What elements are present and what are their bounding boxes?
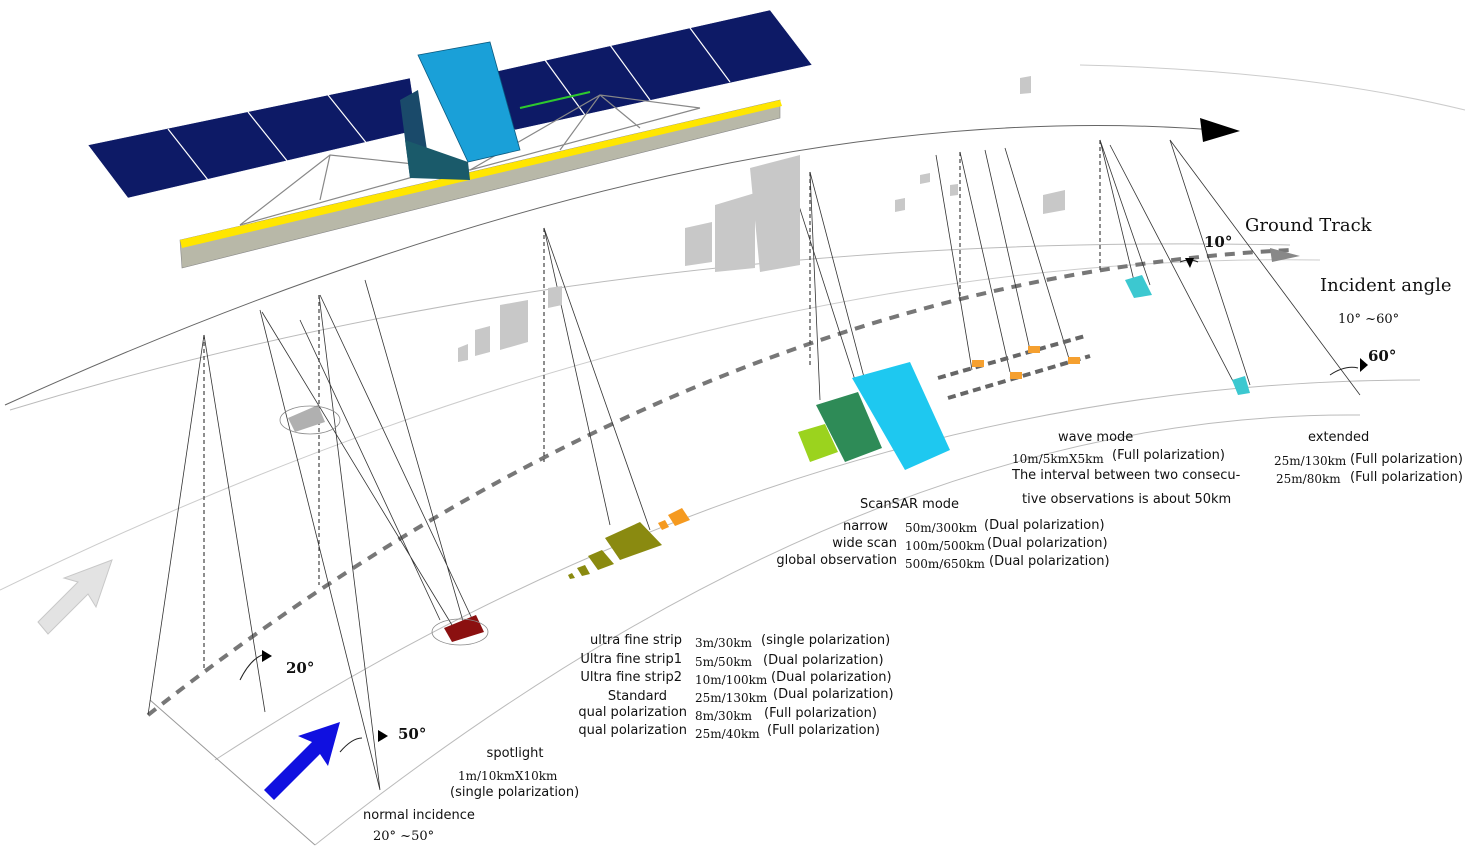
beam-60 xyxy=(1170,140,1360,395)
wave-pol: (Full polarization) xyxy=(1112,448,1225,464)
strip-mode-pol: (single polarization) xyxy=(761,633,890,649)
wave-dashes xyxy=(938,336,1090,398)
strip-mode-spec: 3m/30km xyxy=(695,635,752,651)
angle-20-label: 20° xyxy=(286,660,314,676)
tick-10 xyxy=(1185,258,1194,268)
scansar-name: wide scan xyxy=(760,536,897,552)
wave-title: wave mode xyxy=(1058,430,1133,446)
scansar-spec: 50m/300km xyxy=(905,520,977,536)
extended-spec: 25m/80km xyxy=(1276,471,1341,487)
strip-mode-pol: (Dual polarization) xyxy=(773,687,894,703)
angle-50-label: 50° xyxy=(398,726,426,742)
scansar-spec: 100m/500km xyxy=(905,538,985,554)
strip-mode-name: qual polarization xyxy=(540,723,687,739)
scansar-name: global observation xyxy=(760,553,897,569)
incident-angle-label: Incident angle xyxy=(1320,278,1452,294)
strip-mode-spec: 8m/30km xyxy=(695,708,752,724)
ground-arc-1 xyxy=(10,244,1290,410)
scansar-name: narrow xyxy=(760,519,888,535)
spotlight-title: spotlight xyxy=(460,746,570,762)
strip-mode-spec: 25m/40km xyxy=(695,726,760,742)
tick-60 xyxy=(1360,358,1368,372)
strip-mode-pol: (Full polarization) xyxy=(764,706,877,722)
normal-incidence-range: 20° ~50° xyxy=(373,829,434,845)
ground-track-label: Ground Track xyxy=(1245,218,1372,234)
extended-pol: (Full polarization) xyxy=(1350,470,1463,486)
strip-mode-name: Ultra fine strip2 xyxy=(540,670,682,686)
beam-scansar xyxy=(790,172,870,400)
ground-arc-4 xyxy=(0,260,1320,590)
wave-spec: 10m/5kmX5km xyxy=(1012,451,1104,467)
extended-pol: (Full polarization) xyxy=(1350,452,1463,468)
satellite-body xyxy=(418,42,520,162)
tick-50 xyxy=(378,730,388,742)
wave-note-2: tive observations is about 50km xyxy=(1022,492,1231,508)
strip-mode-pol: (Dual polarization) xyxy=(763,653,884,669)
solar-panel-left xyxy=(88,78,418,198)
scansar-spec: 500m/650km xyxy=(905,556,985,572)
beam-wave xyxy=(936,148,1070,372)
gray-direction-arrow xyxy=(38,560,112,634)
angle-60-label: 60° xyxy=(1368,348,1396,364)
strip-mode-pol: (Full polarization) xyxy=(767,723,880,739)
scansar-patches xyxy=(798,362,950,470)
strip-patches xyxy=(568,508,690,579)
angle-10-label: 10° xyxy=(1204,234,1232,250)
strip-mode-name: Ultra fine strip1 xyxy=(540,652,682,668)
extended-title: extended xyxy=(1308,430,1369,446)
arc-50 xyxy=(340,738,362,752)
blue-direction-arrow xyxy=(264,722,340,800)
strip-mode-name: ultra fine strip xyxy=(540,633,682,649)
beam-normal xyxy=(148,335,265,715)
strip-mode-name: qual polarization xyxy=(540,705,687,721)
beam-strip xyxy=(544,228,650,530)
strip-mode-spec: 10m/100km xyxy=(695,672,767,688)
spotlight-pol: (single polarization) xyxy=(450,785,579,801)
normal-patch xyxy=(288,405,325,432)
scansar-pol: (Dual polarization) xyxy=(987,536,1108,552)
incident-angle-range: 10° ~60° xyxy=(1338,312,1399,328)
arc-20 xyxy=(240,655,262,680)
spotlight-spec: 1m/10kmX10km xyxy=(458,768,557,784)
tick-20 xyxy=(262,650,272,662)
ground-arc-6 xyxy=(1080,65,1465,110)
scansar-title: ScanSAR mode xyxy=(860,497,959,513)
beam-spotlight xyxy=(262,280,475,630)
beam-50 xyxy=(260,295,380,790)
extended-spec: 25m/130km xyxy=(1274,453,1346,469)
scansar-pol: (Dual polarization) xyxy=(984,518,1105,534)
strip-mode-pol: (Dual polarization) xyxy=(771,670,892,686)
track-arrowhead xyxy=(1200,118,1240,142)
extended-patch-2 xyxy=(1232,376,1250,395)
scansar-pol: (Dual polarization) xyxy=(989,554,1110,570)
strip-mode-spec: 5m/50km xyxy=(695,654,752,670)
normal-incidence-label: normal incidence xyxy=(363,808,475,824)
strip-mode-name: Standard xyxy=(540,689,667,705)
wave-note-1: The interval between two consecu- xyxy=(1012,468,1240,484)
strip-mode-spec: 25m/130km xyxy=(695,690,767,706)
